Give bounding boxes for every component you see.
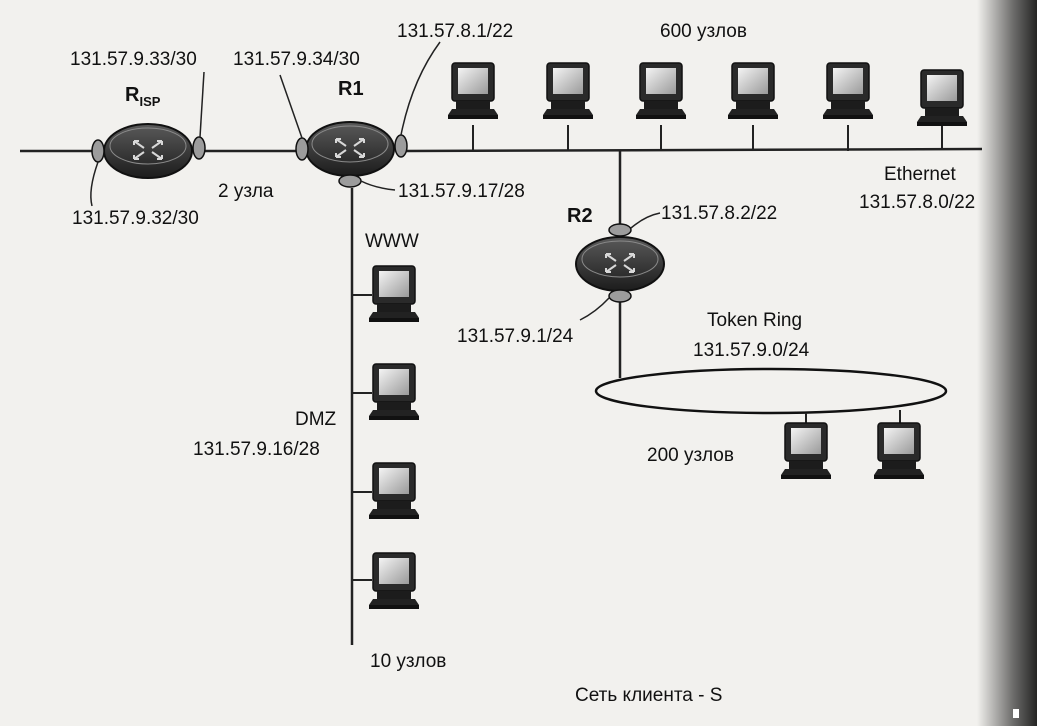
router-risp-label: RISP <box>125 84 161 109</box>
risp-right-port <box>192 136 206 160</box>
r1-left-port <box>295 137 309 161</box>
router-r1-label: R1 <box>338 78 364 100</box>
diagram-caption: Сеть клиента - S <box>575 685 723 706</box>
r1-left-ip-label: 131.57.9.34/30 <box>233 49 360 70</box>
ethernet-hosts-label: 600 узлов <box>660 21 747 42</box>
router-r2-label: R2 <box>567 205 593 227</box>
ethernet-subnet-label: 131.57.8.0/22 <box>859 192 976 213</box>
r2-bottom-ip-label: 131.57.9.1/24 <box>457 326 574 347</box>
ethernet-host-5-icon <box>822 62 874 120</box>
page-edge-shadow <box>977 0 1037 726</box>
dmz-host-2-icon <box>368 363 420 421</box>
tokenring-host-2-icon <box>873 422 925 480</box>
r2-bottom-port <box>608 289 632 303</box>
dmz-subnet-label: 131.57.9.16/28 <box>193 439 320 460</box>
tokenring-host-1-icon <box>780 422 832 480</box>
risp-right-ip-label: 131.57.9.33/30 <box>70 49 197 70</box>
r1-bottom-ip-label: 131.57.9.17/28 <box>398 181 525 202</box>
ethernet-host-2-icon <box>542 62 594 120</box>
ethernet-bus-line <box>404 147 983 153</box>
risp-left-port <box>91 139 105 163</box>
isp-link-hosts-label: 2 узла <box>218 181 274 202</box>
ethernet-host-6-icon <box>916 69 968 127</box>
dmz-host-3-icon <box>368 462 420 520</box>
ethernet-host-3-icon <box>635 62 687 120</box>
ethernet-host-4-icon <box>727 62 779 120</box>
edge-mark <box>1013 709 1019 718</box>
tokenring-name-label: Token Ring <box>707 310 803 331</box>
r2-top-port <box>608 223 632 237</box>
dmz-name-label: DMZ <box>295 409 337 430</box>
dmz-hosts-label: 10 узлов <box>370 651 447 672</box>
dmz-host-4-icon <box>368 552 420 610</box>
router-risp-icon <box>103 123 193 179</box>
tokenring-hosts-label: 200 узлов <box>647 445 734 466</box>
tokenring-subnet-label: 131.57.9.0/24 <box>693 340 810 361</box>
r1-right-port <box>394 134 408 158</box>
r1-bottom-port <box>338 174 362 188</box>
risp-left-ip-label: 131.57.9.32/30 <box>72 208 199 229</box>
dmz-www-server-icon <box>368 265 420 323</box>
router-r1-icon <box>305 121 395 177</box>
ethernet-host-1-icon <box>447 62 499 120</box>
dmz-www-label: WWW <box>365 231 419 252</box>
router-r2-icon <box>575 236 665 292</box>
token-ring-ellipse <box>594 367 948 415</box>
r2-top-ip-label: 131.57.8.2/22 <box>661 203 778 224</box>
ethernet-name-label: Ethernet <box>884 164 956 185</box>
r1-right-ip-label: 131.57.8.1/22 <box>397 21 514 42</box>
